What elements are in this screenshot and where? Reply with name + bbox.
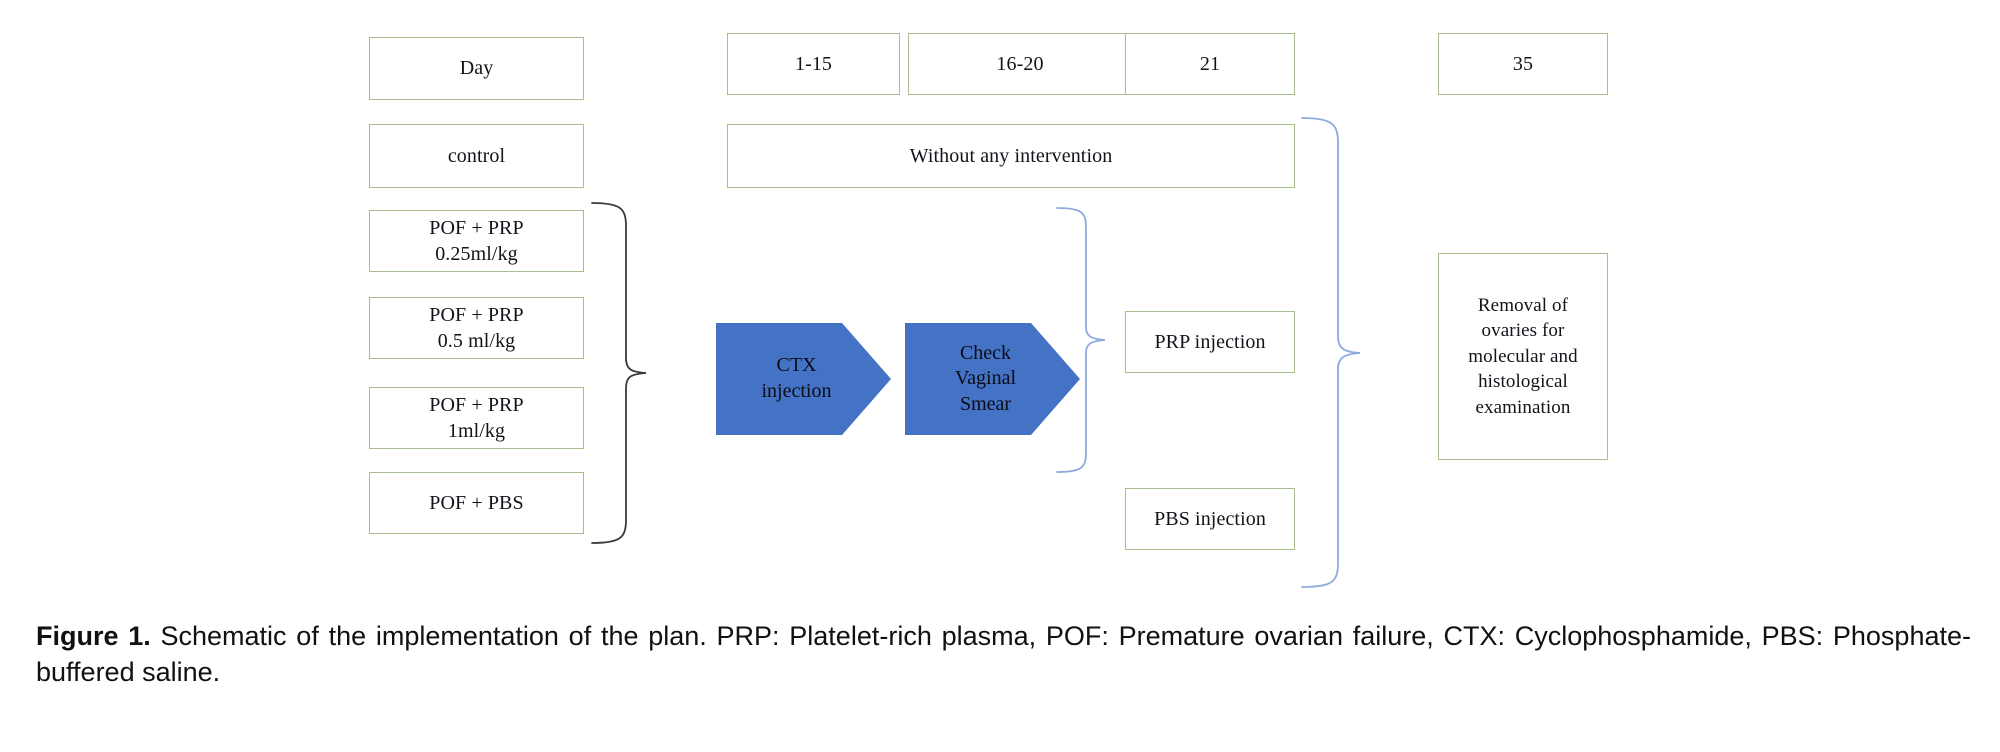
timeline-day-label-3: 21 xyxy=(1199,52,1221,75)
ctx-injection-arrow: CTX injection xyxy=(716,323,891,435)
schematic-diagram: Day 1-15 16-20 21 35 control Without any… xyxy=(369,33,1608,588)
vaginal-smear-label: Check Vaginal Smear xyxy=(954,341,1017,415)
treatment-groups-brace-icon xyxy=(591,202,647,544)
treatment-group-box-3: POF + PRP 1ml/kg xyxy=(369,387,584,449)
prp-injection-brace-icon xyxy=(1056,207,1106,473)
figure-caption-text: Schematic of the implementation of the p… xyxy=(36,621,1971,688)
timeline-day-label-2: 16-20 xyxy=(996,52,1044,75)
endpoint-brace-icon xyxy=(1301,117,1361,588)
figure-caption-label: Figure 1. xyxy=(36,621,151,651)
treatment-group-box-2: POF + PRP 0.5 ml/kg xyxy=(369,297,584,359)
treatment-group-label-3: POF + PRP 1ml/kg xyxy=(429,393,524,442)
timeline-day-label-1: 1-15 xyxy=(794,52,833,75)
control-group-box: control xyxy=(369,124,584,188)
timeline-day-box-3: 21 xyxy=(1125,33,1295,95)
treatment-group-box-1: POF + PRP 0.25ml/kg xyxy=(369,210,584,272)
prp-injection-box-label: PRP injection xyxy=(1154,330,1266,353)
no-intervention-box: Without any intervention xyxy=(727,124,1295,188)
endpoint-label: Removal of ovaries for molecular and his… xyxy=(1468,294,1578,418)
treatment-group-label-1: POF + PRP 0.25ml/kg xyxy=(429,216,524,265)
control-group-label: control xyxy=(447,144,506,167)
ctx-injection-label: CTX injection xyxy=(761,354,832,402)
timeline-day-box-1: 1-15 xyxy=(727,33,900,95)
timeline-header-box: Day xyxy=(369,37,584,100)
figure-caption: Figure 1. Schematic of the implementatio… xyxy=(36,618,1971,690)
vaginal-smear-arrow: Check Vaginal Smear xyxy=(905,323,1080,435)
timeline-day-box-4: 35 xyxy=(1438,33,1608,95)
treatment-group-label-2: POF + PRP 0.5 ml/kg xyxy=(429,303,524,352)
prp-injection-box: PRP injection xyxy=(1125,311,1295,373)
timeline-day-label-4: 35 xyxy=(1512,52,1534,75)
treatment-group-label-4: POF + PBS xyxy=(429,491,524,514)
treatment-group-box-4: POF + PBS xyxy=(369,472,584,534)
timeline-header-label: Day xyxy=(459,57,494,80)
no-intervention-label: Without any intervention xyxy=(909,144,1113,167)
pbs-injection-box-label: PBS injection xyxy=(1154,507,1266,530)
endpoint-box: Removal of ovaries for molecular and his… xyxy=(1438,253,1608,460)
timeline-day-box-2: 16-20 xyxy=(908,33,1132,95)
pbs-injection-box: PBS injection xyxy=(1125,488,1295,550)
